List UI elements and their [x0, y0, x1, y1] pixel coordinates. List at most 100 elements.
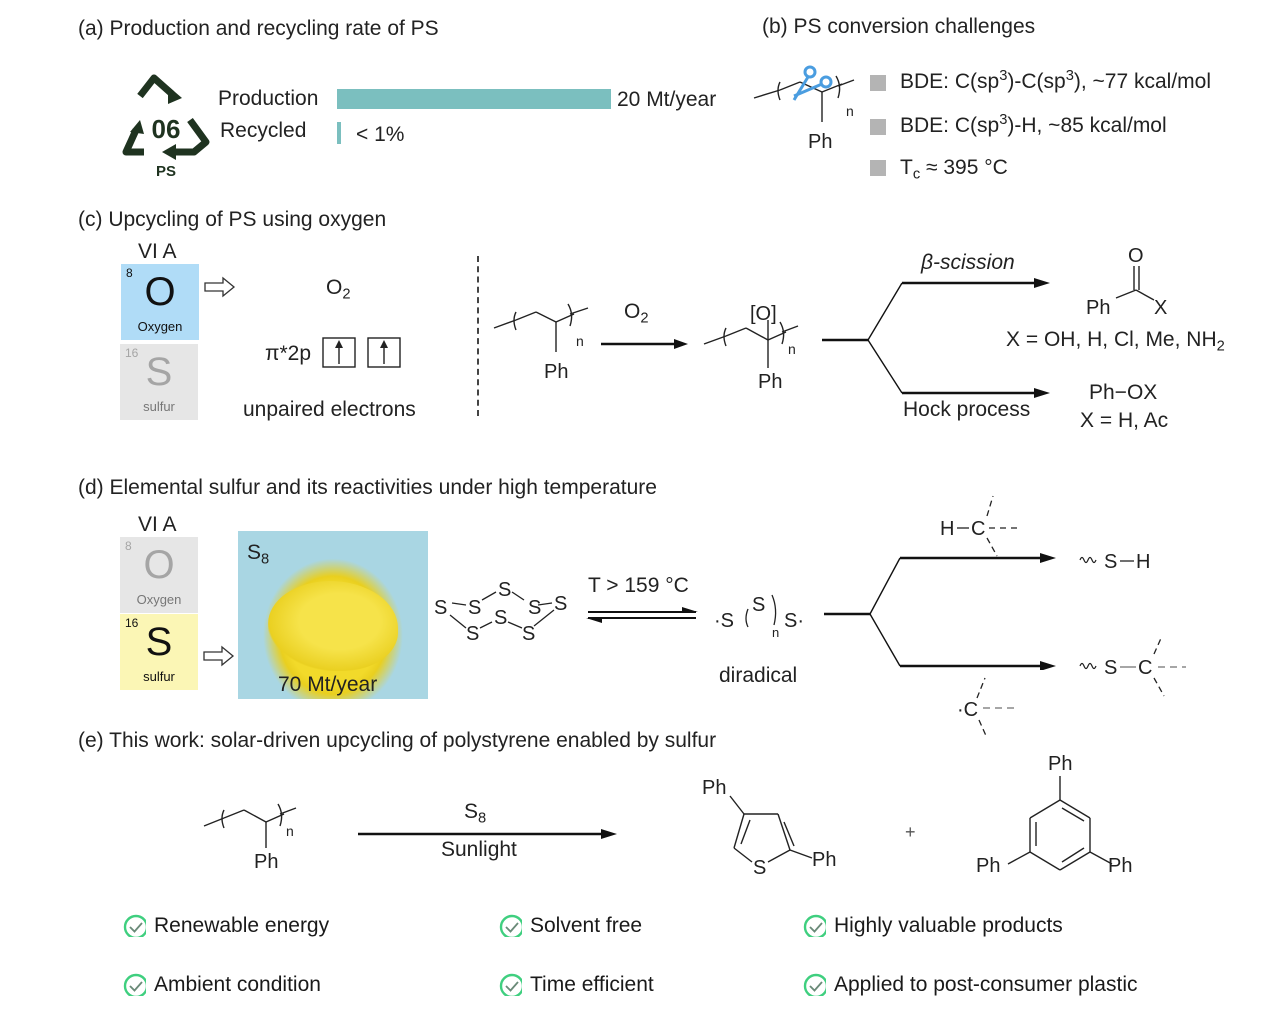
panel-b-title: (b) PS conversion challenges	[762, 15, 1036, 38]
bar-recycled	[337, 122, 341, 144]
bullet-square	[870, 74, 886, 91]
svg-text:Ph: Ph	[812, 849, 836, 871]
group-label: VI A	[138, 513, 177, 536]
feature-item: Renewable energy	[154, 914, 330, 937]
svg-text:S: S	[753, 857, 766, 879]
branch-arrows-d	[824, 553, 1056, 670]
svg-text:Ph: Ph	[976, 855, 1000, 877]
scissors-icon	[792, 65, 833, 101]
svg-text:Ph: Ph	[702, 777, 726, 799]
svg-text:H: H	[1136, 551, 1150, 573]
check-circle-icon	[499, 973, 522, 996]
thiophene-product: Ph S Ph	[702, 777, 836, 879]
diradical-caption: diradical	[719, 664, 798, 687]
triphenylbenzene-product: Ph Ph Ph	[976, 753, 1132, 877]
branch-arrows-c	[822, 278, 1050, 398]
svg-text:Ph: Ph	[1048, 753, 1072, 775]
element-tile-oxygen: 8 O Oxygen	[121, 264, 199, 340]
hollow-arrow-icon	[203, 645, 235, 667]
bullet-square	[870, 118, 886, 135]
sulfur-atom: S	[434, 597, 447, 619]
check-circle-icon	[803, 973, 826, 996]
svg-text:S: S	[1104, 657, 1117, 679]
check-circle-icon	[499, 914, 522, 937]
thiol-product: S H	[1079, 551, 1150, 573]
element-tile-oxygen: 8 O Oxygen	[120, 537, 198, 613]
svg-text:Ph: Ph	[1108, 855, 1132, 877]
polystyrene-structure: n Ph	[753, 65, 855, 153]
recycle-triangle-icon: 06 PS	[122, 74, 210, 180]
carbon-radical-reagent: ·C	[957, 677, 1015, 739]
check-circle-icon	[123, 973, 146, 996]
phenol-product: Ph−OX	[1089, 381, 1158, 404]
svg-text:·S: ·S	[714, 610, 734, 632]
reaction-arrow	[601, 339, 688, 349]
challenge-bde-cc: BDE: C(sp3)-C(sp3), ~77 kcal/mol	[870, 68, 1211, 94]
sulfide-product: S C	[1079, 635, 1186, 697]
plus-sign: +	[905, 822, 916, 842]
temperature-condition: T > 159 °C	[588, 574, 689, 597]
element-tile-sulfur: 16 S sulfur	[120, 614, 198, 690]
sulfur-atom: S	[466, 623, 479, 645]
panel-c-title: (c) Upcycling of PS using oxygen	[78, 208, 387, 231]
feature-item: Ambient condition	[154, 973, 321, 996]
orbital-label: π*2p	[265, 342, 312, 365]
spin-up-arrow-icon	[380, 340, 388, 348]
svg-text:C: C	[971, 518, 985, 540]
feature-item: Applied to post-consumer plastic	[834, 973, 1138, 996]
polystyrene-reactant: n Ph	[493, 303, 589, 383]
svg-text:C: C	[1138, 657, 1152, 679]
svg-text:S·: S·	[784, 610, 804, 632]
spin-up-arrow-icon	[335, 340, 343, 348]
bullet-square	[870, 160, 886, 177]
hock-process-label: Hock process	[903, 398, 1031, 421]
svg-text:S: S	[752, 594, 765, 616]
svg-text:Ph: Ph	[1086, 297, 1110, 319]
polystyrene-reactant-e: n Ph	[203, 803, 297, 873]
photo-caption: 70 Mt/year	[278, 673, 378, 696]
oxidized-polystyrene: [O] n Ph	[703, 303, 799, 393]
bar-label-production: Production	[218, 87, 319, 110]
check-circle-icon	[123, 914, 146, 937]
svg-text:O: O	[1128, 245, 1144, 267]
hollow-arrow-icon	[204, 276, 236, 298]
panel-a-title: (a) Production and recycling rate of PS	[78, 17, 439, 40]
bar-value-production: 20 Mt/year	[617, 88, 717, 111]
equilibrium-arrows	[586, 607, 698, 623]
svg-text:n: n	[772, 625, 779, 640]
panel-d-title: (d) Elemental sulfur and its reactivitie…	[78, 476, 657, 499]
bar-label-recycled: Recycled	[220, 119, 307, 142]
reaction-arrow-e	[358, 829, 617, 839]
svg-text:S: S	[1104, 551, 1117, 573]
hc-reagent: H C	[940, 495, 1017, 557]
sulfur-atom: S	[528, 597, 541, 619]
challenge-ceiling-temp: Tc ≈ 395 °C	[870, 156, 1008, 182]
svg-text:n: n	[576, 333, 584, 349]
reagent-s8: S8	[464, 800, 487, 827]
challenge-bde-ch: BDE: C(sp3)-H, ~85 kcal/mol	[870, 112, 1167, 138]
unpaired-electrons-caption: unpaired electrons	[243, 398, 416, 421]
svg-text:X: X	[1154, 297, 1167, 319]
benzoyl-product: O Ph X	[1086, 245, 1167, 319]
bar-value-recycled: < 1%	[356, 123, 405, 146]
sulfur-atom: S	[494, 607, 507, 629]
sulfur-atom: S	[498, 579, 511, 601]
wavy-bond-icon	[1079, 556, 1097, 564]
sulfur-atom: S	[522, 623, 535, 645]
svg-text:[O]: [O]	[750, 303, 777, 325]
o2-label: O2	[326, 276, 351, 303]
beta-scission-label: β-scission	[921, 251, 1015, 274]
ps-code: 06	[152, 114, 181, 144]
x-substituents-top: X = OH, H, Cl, Me, NH2	[1006, 328, 1225, 355]
element-tile-sulfur: 16 S sulfur	[120, 344, 198, 420]
bar-production	[337, 89, 611, 109]
bar-chart	[337, 88, 611, 148]
wavy-bond-icon	[1079, 662, 1097, 670]
svg-text:Ph: Ph	[254, 851, 278, 873]
svg-text:Ph: Ph	[758, 371, 782, 393]
sulfur-atom: S	[468, 597, 481, 619]
feature-item: Solvent free	[530, 914, 643, 937]
feature-item: Highly valuable products	[834, 914, 1063, 937]
group-label: VI A	[138, 240, 177, 263]
reagent-o2: O2	[624, 300, 649, 327]
